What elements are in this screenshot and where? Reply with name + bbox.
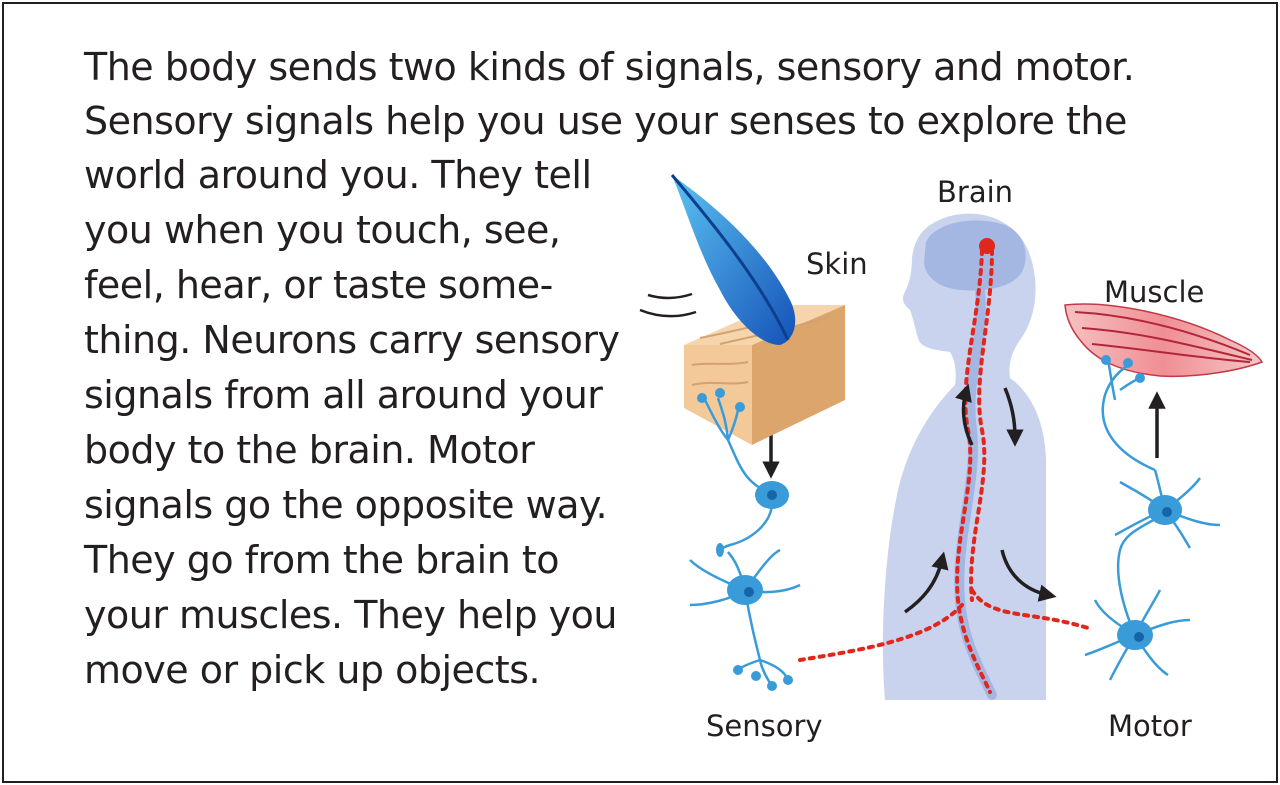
sensory-signal-path [798,603,964,662]
up-arrow-icon [955,383,974,446]
flow-arrows [762,383,1166,614]
text-line: you when you touch, see, [84,208,561,252]
brain-signal-dot [979,238,995,254]
text-line: Sensory signals help you use your senses… [84,99,1127,143]
motor-signal-path [970,588,1090,630]
text-line: move or pick up objects. [84,648,541,692]
body-shape [882,213,1046,700]
text-line: The body sends two kinds of signals, sen… [84,45,1135,89]
text-line: signals from all around your [84,373,603,417]
text-line: body to the brain. Motor [84,428,535,472]
muscle-icon [1064,303,1264,378]
label-sensory: Sensory [706,709,823,743]
brain-shape [924,220,1026,291]
text-line: world around you. They tell [84,153,592,197]
body-paragraph: world around you. They tell you when you… [84,148,644,698]
text-line: thing. Neurons carry sensory [84,318,620,362]
down-arrow-icon [1003,387,1024,447]
label-brain: Brain [937,175,1013,209]
label-muscle: Muscle [1104,275,1204,309]
motor-neuron-cells [1101,355,1182,650]
sensory-neuron-cells [697,388,793,691]
intro-paragraph: The body sends two kinds of signals, sen… [84,40,1234,148]
text-line: signals go the opposite way. [84,483,608,527]
text-line: your muscles. They help you [84,593,618,637]
text-line: They go from the brain to [84,538,560,582]
label-motor: Motor [1108,709,1192,743]
sensory-neuron [689,397,801,687]
signal-path [798,248,1090,694]
label-skin: Skin [806,247,868,281]
right-arrow-icon [1000,549,1057,602]
feather-icon [639,174,796,345]
up-arrow-icon [903,551,949,614]
text-line: feel, hear, or taste some- [84,263,553,307]
